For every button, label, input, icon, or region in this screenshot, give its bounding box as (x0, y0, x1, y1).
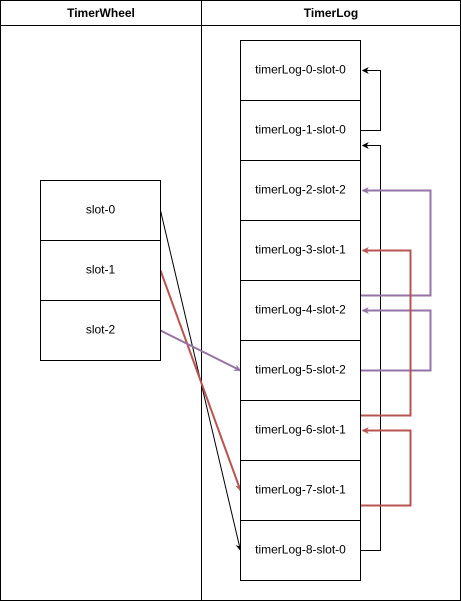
chain-link-entry8-to-entry1 (360, 142, 381, 551)
log-entry-label: timerLog-8-slot-0 (255, 543, 346, 557)
log-entry-label: timerLog-0-slot-0 (255, 63, 346, 77)
log-entry-2: timerLog-2-slot-2 (240, 160, 361, 221)
log-entry-5: timerLog-5-slot-2 (240, 340, 361, 401)
wheel-slot-label: slot-2 (86, 323, 116, 337)
log-entry-0: timerLog-0-slot-0 (240, 40, 361, 101)
chain-link-entry1-to-entry0 (360, 67, 381, 131)
wheel-slot-label: slot-0 (86, 203, 116, 217)
log-entry-label: timerLog-7-slot-1 (255, 483, 346, 497)
log-entry-1: timerLog-1-slot-0 (240, 100, 361, 161)
log-entry-box (240, 280, 361, 341)
lane-title-timerwheel: TimerWheel (67, 6, 135, 20)
log-entry-label: timerLog-2-slot-2 (255, 183, 346, 197)
chain-link-entry7-to-entry6 (360, 427, 412, 507)
log-entry-4: timerLog-4-slot-2 (240, 280, 361, 341)
wheel-slot-1: slot-1 (40, 240, 161, 301)
log-entry-label: timerLog-6-slot-1 (255, 423, 346, 437)
wheel-slot-box (40, 180, 161, 241)
log-entry-box (240, 100, 361, 161)
log-entry-box (240, 160, 361, 221)
wheel-slot-0: slot-0 (40, 180, 161, 241)
log-entry-box (240, 40, 361, 101)
chain-link-entry4-to-entry2 (360, 187, 432, 297)
chain-link-entry6-to-entry3 (360, 247, 412, 417)
log-entry-box (240, 460, 361, 521)
log-entry-label: timerLog-3-slot-1 (255, 243, 346, 257)
timerlog-entries: timerLog-0-slot-0 timerLog-1-slot-0 timerL… (240, 40, 361, 581)
log-entry-label: timerLog-1-slot-0 (255, 123, 346, 137)
chain-link-entry5-to-entry4 (360, 307, 432, 372)
log-entry-3: timerLog-3-slot-1 (240, 220, 361, 281)
log-entry-box (240, 400, 361, 461)
log-entry-label: timerLog-5-slot-2 (255, 363, 346, 377)
wheel-link-slot1-to-entry7 (159, 270, 242, 492)
log-entry-6: timerLog-6-slot-1 (240, 400, 361, 461)
lane-title-timerlog: TimerLog (304, 6, 358, 20)
wheel-slot-2: slot-2 (40, 300, 161, 361)
connectors (159, 67, 432, 552)
log-entry-8: timerLog-8-slot-0 (240, 520, 361, 581)
log-entry-label: timerLog-4-slot-2 (255, 303, 346, 317)
wheel-slot-label: slot-1 (86, 263, 116, 277)
log-entry-7: timerLog-7-slot-1 (240, 460, 361, 521)
wheel-slot-box (40, 300, 161, 361)
log-entry-box (240, 340, 361, 401)
log-entry-box (240, 520, 361, 581)
timerwheel-slots: slot-0 slot-1 slot-2 (40, 180, 161, 361)
wheel-slot-box (40, 240, 161, 301)
wheel-link-slot2-to-entry5 (160, 329, 242, 372)
